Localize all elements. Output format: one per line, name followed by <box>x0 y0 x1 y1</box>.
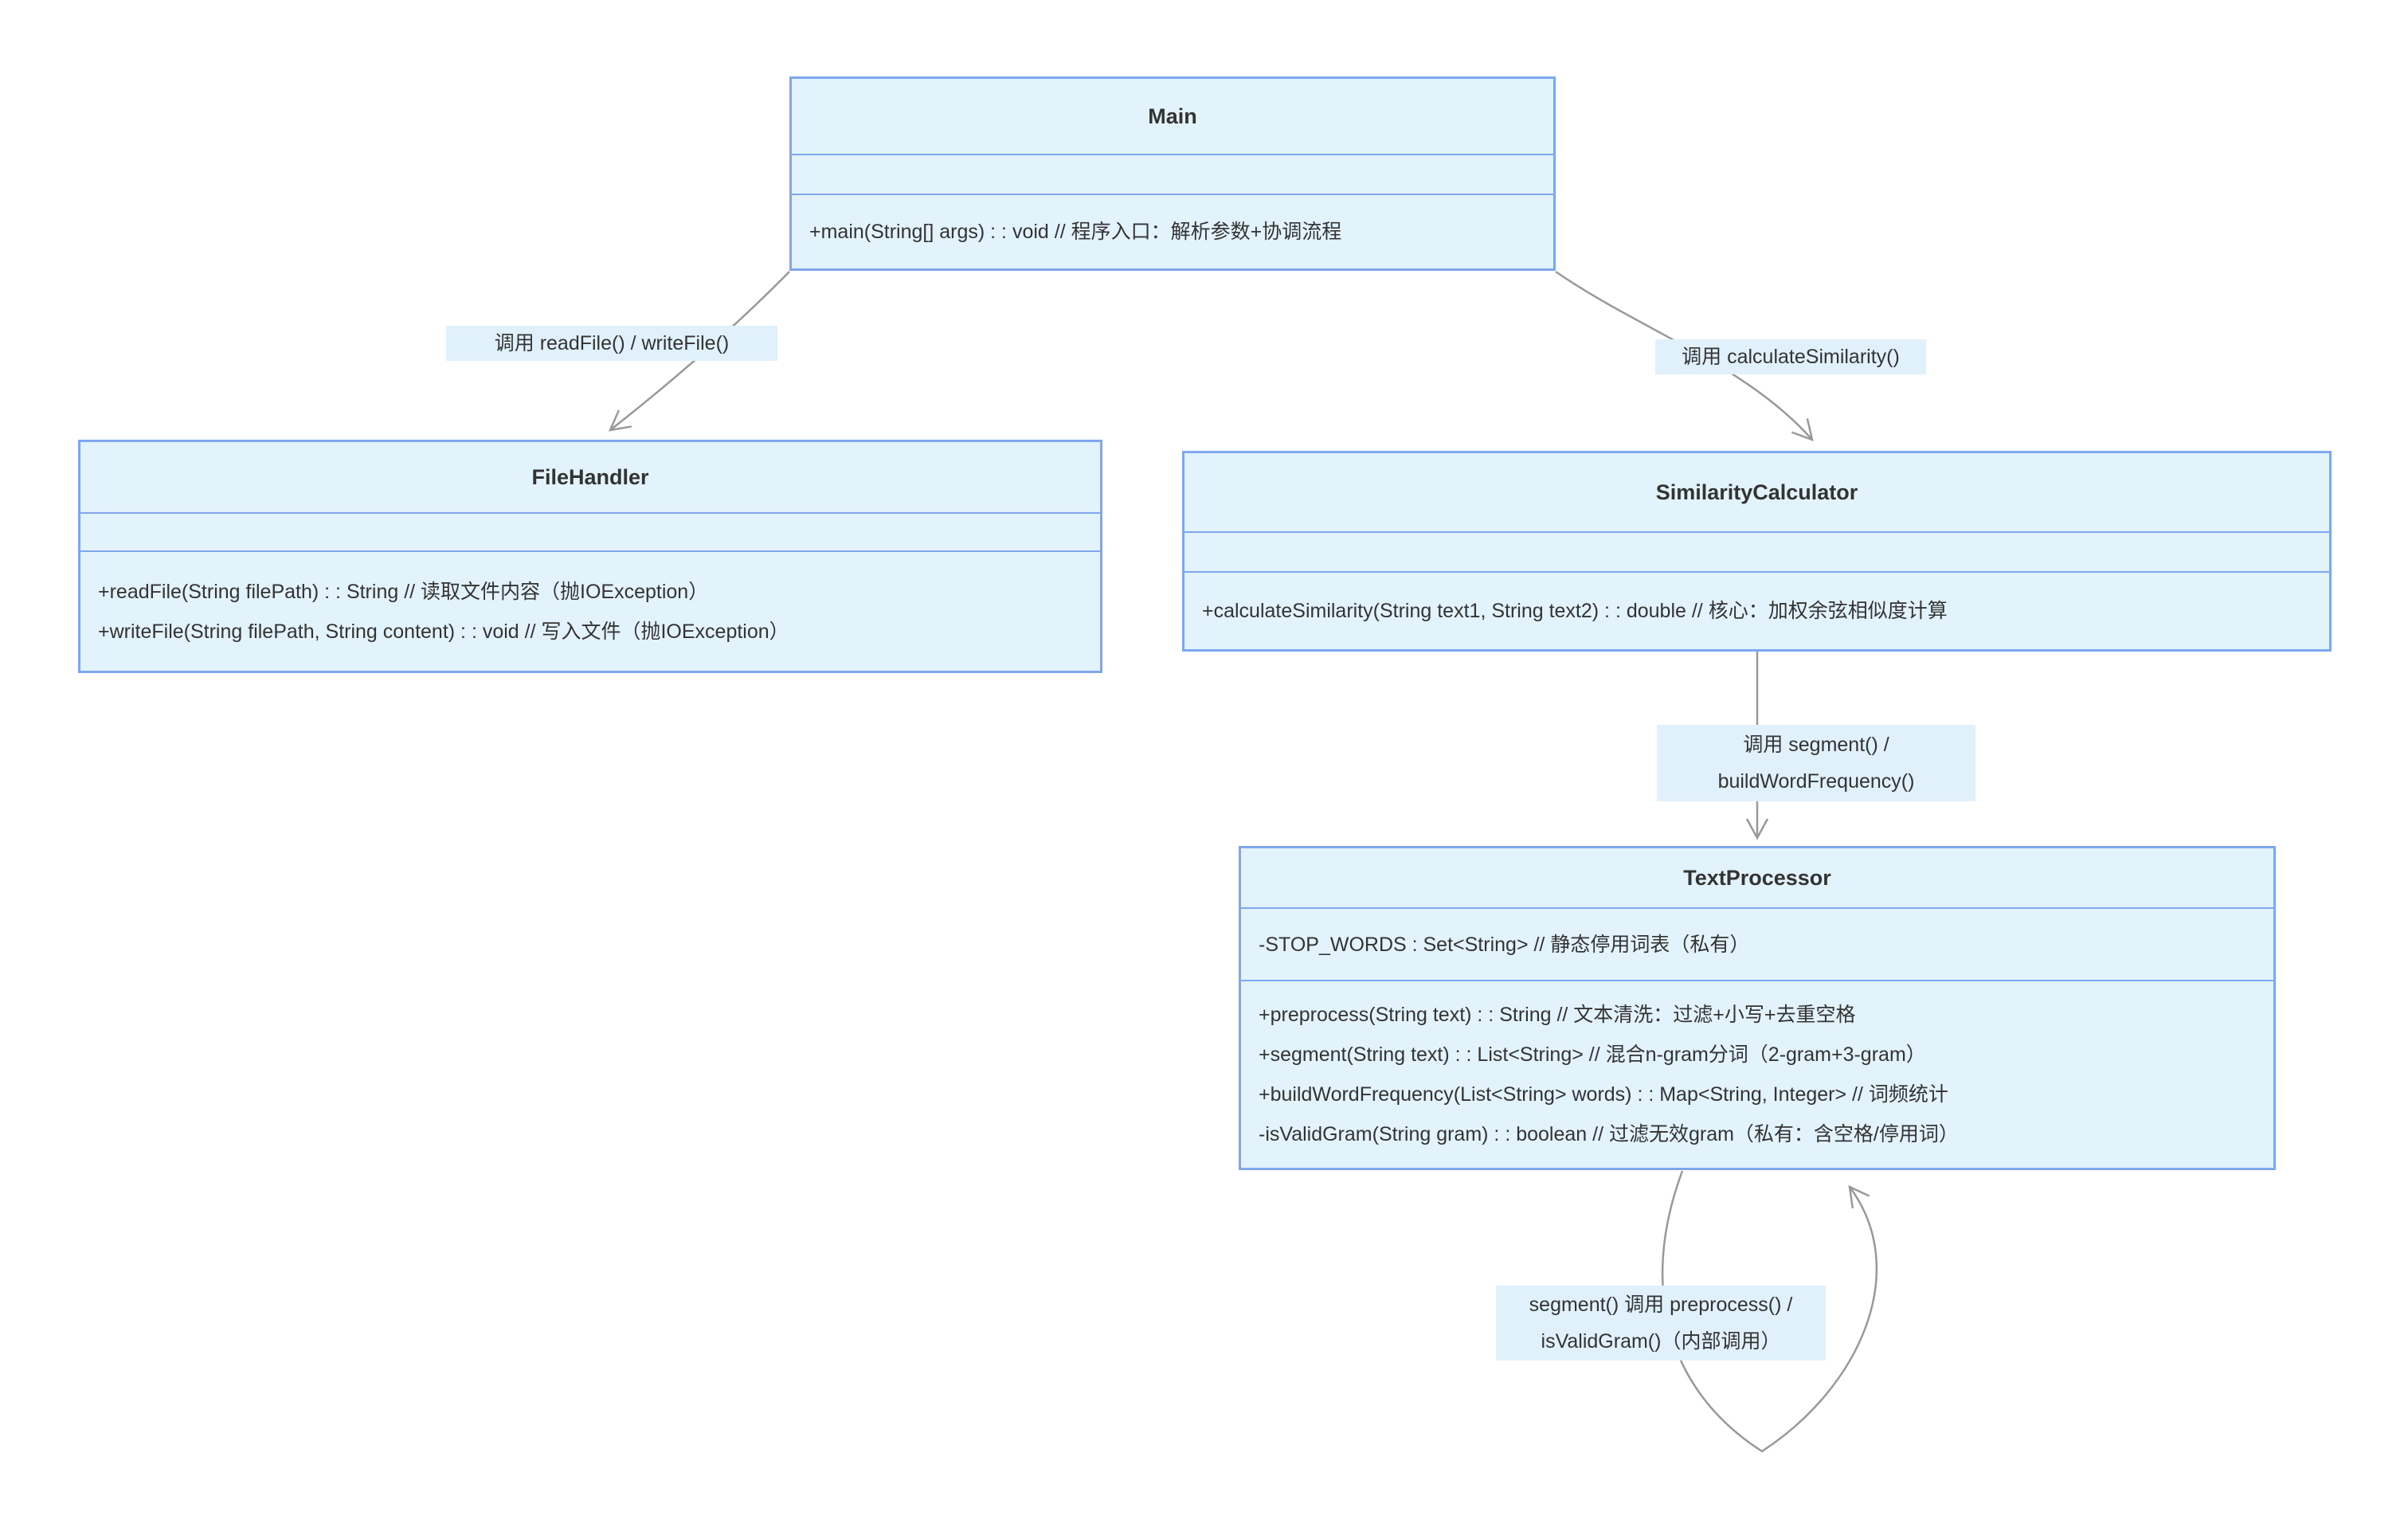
edge-label-similaritycalculator-textprocessor: 调用 segment() / buildWordFrequency() <box>1657 725 1975 801</box>
method-row: +calculateSimilarity(String text1, Strin… <box>1202 600 1948 622</box>
class-node-filehandler: FileHandler +readFile(String filePath) :… <box>78 440 1102 673</box>
methods-compartment: +calculateSimilarity(String text1, Strin… <box>1184 573 2329 649</box>
class-node-similaritycalculator: SimilarityCalculator +calculateSimilarit… <box>1182 451 2332 652</box>
method-row: +writeFile(String filePath, String conte… <box>98 620 789 643</box>
class-node-textprocessor: TextProcessor -STOP_WORDS : Set<String> … <box>1239 846 2276 1170</box>
attributes-compartment <box>1184 533 2329 573</box>
method-row: +main(String[] args) : : void // 程序入口：解析… <box>809 221 1342 243</box>
edge-textprocessor-self-loop <box>1661 1170 1878 1453</box>
edge-label-main-similaritycalculator: 调用 calculateSimilarity() <box>1655 339 1926 374</box>
class-title: Main <box>792 79 1553 155</box>
methods-compartment: +main(String[] args) : : void // 程序入口：解析… <box>792 195 1553 268</box>
method-row: +readFile(String filePath) : : String //… <box>98 580 709 603</box>
attributes-compartment <box>80 514 1100 552</box>
class-node-main: Main +main(String[] args) : : void // 程序… <box>789 76 1556 271</box>
method-row: +buildWordFrequency(List<String> words) … <box>1259 1083 1948 1106</box>
methods-compartment: +preprocess(String text) : : String // 文… <box>1241 981 2273 1168</box>
method-row: +preprocess(String text) : : String // 文… <box>1259 1004 1856 1026</box>
attributes-compartment: -STOP_WORDS : Set<String> // 静态停用词表（私有） <box>1241 909 2273 981</box>
edge-label-textprocessor-self-loop: segment() 调用 preprocess() / isValidGram(… <box>1496 1286 1826 1361</box>
attribute-row: -STOP_WORDS : Set<String> // 静态停用词表（私有） <box>1259 933 1750 956</box>
attributes-compartment <box>792 155 1553 195</box>
edge-label-main-filehandler: 调用 readFile() / writeFile() <box>446 326 777 361</box>
method-row: +segment(String text) : : List<String> /… <box>1259 1043 1926 1066</box>
class-title: FileHandler <box>80 442 1100 514</box>
methods-compartment: +readFile(String filePath) : : String //… <box>80 552 1100 671</box>
class-title: SimilarityCalculator <box>1184 453 2329 533</box>
class-title: TextProcessor <box>1241 848 2273 909</box>
method-row: -isValidGram(String gram) : : boolean //… <box>1259 1123 1959 1145</box>
